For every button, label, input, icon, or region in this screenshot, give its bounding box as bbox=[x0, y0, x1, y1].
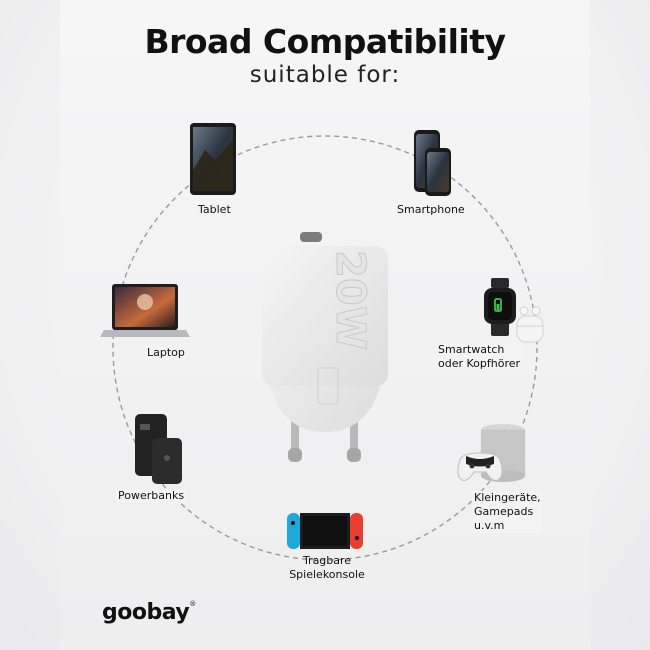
smartphone-icon bbox=[414, 130, 451, 196]
brand-logo: goobay® bbox=[102, 600, 196, 625]
label-smartphone: Smartphone bbox=[395, 203, 467, 217]
label-powerbanks: Powerbanks bbox=[116, 489, 187, 503]
brand-logo-text: goobay bbox=[102, 600, 190, 625]
powerbank-icon bbox=[135, 414, 182, 484]
label-small-devices: Kleingeräte, Gamepads u.v.m bbox=[472, 491, 543, 533]
page-subtitle: suitable for: bbox=[249, 62, 401, 88]
page-title: Broad Compatibility bbox=[144, 22, 506, 61]
smartwatch-icon bbox=[484, 278, 516, 336]
charger-wattage: 20W bbox=[327, 250, 373, 350]
brand-registered-mark: ® bbox=[189, 600, 196, 608]
laptop-icon bbox=[100, 284, 190, 337]
label-laptop: Laptop bbox=[145, 346, 187, 360]
label-console: Tragbare Spielekonsole bbox=[289, 554, 365, 581]
charger-20w: 20W bbox=[262, 228, 388, 462]
label-tablet: Tablet bbox=[196, 203, 233, 217]
label-smartwatch: Smartwatch oder Kopfhörer bbox=[436, 343, 523, 371]
usb-c-port bbox=[300, 232, 322, 242]
console-icon bbox=[287, 513, 363, 549]
compatibility-ring bbox=[112, 135, 538, 561]
gamepad-icon bbox=[457, 452, 503, 481]
earbuds-icon bbox=[516, 306, 544, 343]
tablet-icon bbox=[190, 123, 236, 195]
